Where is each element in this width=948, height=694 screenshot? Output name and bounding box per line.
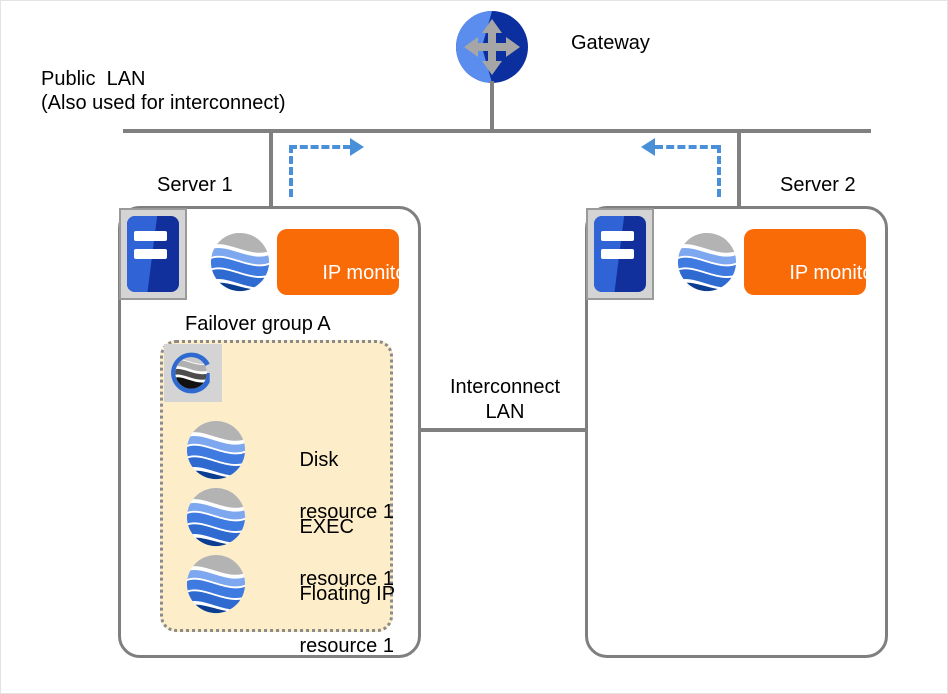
server2-ip-monitor-line2: resource 1	[789, 310, 884, 332]
exec-resource-label: EXEC resource 1	[255, 488, 394, 618]
floating-ip-resource-globe-icon	[185, 553, 247, 615]
server2-label: Server 2	[780, 174, 856, 196]
disk-resource-line1: Disk	[299, 449, 339, 471]
server1-ip-monitor-line1: IP monitor	[322, 262, 414, 284]
interconnect-lan-label-line2: LAN	[485, 401, 525, 423]
interconnect-lan-label-line1: Interconnect	[449, 376, 561, 398]
floating-ip-resource-label: Floating IP resource 1	[255, 555, 395, 685]
server2-monitor-arrowhead	[641, 138, 655, 156]
server2-machine-icon	[586, 208, 654, 300]
server1-label: Server 1	[157, 174, 233, 196]
failover-group-icon	[164, 344, 222, 402]
gateway-router-icon	[456, 11, 528, 83]
server1-box: IP monitor resource 1 Failover group A	[118, 206, 421, 658]
interconnect-lan-line	[419, 428, 587, 432]
disk-resource-globe-icon	[185, 419, 247, 481]
server2-ip-monitor-line1: IP monitor	[789, 262, 881, 284]
server2-public-lan-drop-line	[737, 129, 741, 209]
server1-ip-monitor-line2: resource 1	[322, 310, 417, 332]
public-lan-label-line1: Public LAN	[41, 68, 146, 90]
server1-monitor-arrowhead	[350, 138, 364, 156]
exec-resource-globe-icon	[185, 486, 247, 548]
gateway-arrows-icon	[464, 19, 520, 75]
disk-resource-label: Disk resource 1	[255, 421, 394, 551]
server1-machine-icon	[119, 208, 187, 300]
server2-monitor-path-horizontal	[655, 145, 719, 149]
server2-monitor-path-vertical	[717, 145, 721, 197]
server1-ip-monitor-pill[interactable]: IP monitor resource 1	[277, 229, 417, 332]
floating-ip-resource-line2: resource 1	[299, 635, 394, 657]
exec-resource-line1: EXEC	[299, 516, 354, 538]
failover-group-a-label: Failover group A	[185, 313, 331, 335]
gateway-drop-line	[490, 81, 494, 131]
server2-ip-monitor-pill[interactable]: IP monitor resource 1	[744, 229, 884, 332]
server1-monitor-path-vertical	[289, 145, 293, 197]
public-lan-label-line2: (Also used for interconnect)	[41, 92, 286, 114]
public-lan-bus-line	[123, 129, 871, 133]
server1-public-lan-drop-line	[269, 129, 273, 209]
server2-ip-monitor-globe-icon	[676, 231, 738, 293]
server1-ip-monitor-globe-icon	[209, 231, 271, 293]
gateway-label: Gateway	[571, 32, 650, 54]
server2-box: IP monitor resource 1	[585, 206, 888, 658]
server1-monitor-path-horizontal	[289, 145, 351, 149]
floating-ip-resource-line1: Floating IP	[299, 583, 396, 605]
exec-resource-line2: resource 1	[299, 568, 394, 590]
disk-resource-line2: resource 1	[299, 501, 394, 523]
failover-group-a-box: Disk resource 1 EXE	[160, 340, 395, 657]
